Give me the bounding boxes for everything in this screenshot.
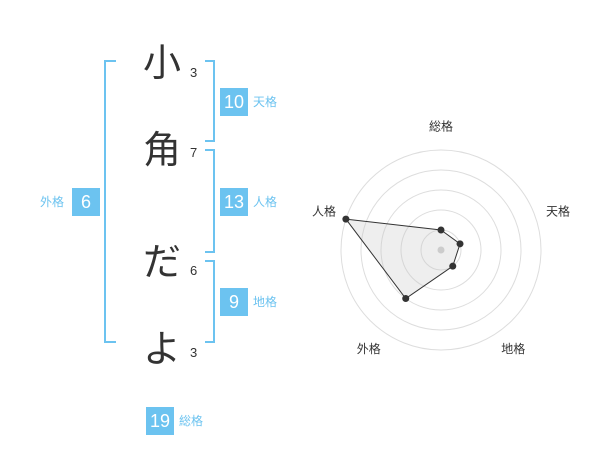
gaikaku-bracket: [104, 60, 116, 343]
tenkaku-value: 10: [220, 88, 248, 116]
jinkaku-label: 人格: [253, 195, 278, 209]
chikaku-value: 9: [220, 288, 248, 316]
character-2: 角: [142, 128, 181, 172]
chikaku-bracket: [205, 260, 215, 343]
soukaku-value: 19: [146, 407, 174, 435]
tenkaku-bracket: [205, 60, 215, 142]
radar-center-dot: [437, 246, 445, 254]
soukaku-label: 総格: [179, 414, 204, 428]
radar-ring: [400, 209, 482, 291]
radar-data-polygon: [344, 218, 461, 300]
radar-ring: [380, 189, 502, 311]
gaikaku-label: 外格: [40, 195, 65, 209]
radar-point-5: [342, 215, 350, 223]
radar-point-1: [437, 226, 445, 234]
stroke-count-1: 3: [190, 65, 198, 80]
character-4: よ: [142, 327, 181, 371]
radar-ring: [360, 169, 522, 331]
radar-point-4: [402, 295, 410, 303]
stroke-count-4: 3: [190, 345, 198, 360]
radar-point-2: [456, 240, 464, 248]
chikaku-label: 地格: [253, 295, 278, 309]
stroke-count-3: 6: [190, 263, 198, 278]
radar-axis-label-2: 天格: [546, 203, 570, 218]
radar-point-3: [449, 262, 457, 270]
character-1: 小: [142, 41, 181, 85]
radar-axis-label-5: 人格: [312, 203, 336, 218]
tenkaku-label: 天格: [253, 95, 278, 109]
stroke-count-2: 7: [190, 145, 198, 160]
radar-axis-label-4: 外格: [357, 341, 381, 356]
jinkaku-value: 13: [220, 188, 248, 216]
gaikaku-value: 6: [72, 188, 100, 216]
radar-ring: [340, 149, 542, 351]
jinkaku-bracket: [205, 149, 215, 253]
radar-axis-label-3: 地格: [501, 341, 525, 356]
character-3: だ: [142, 240, 181, 284]
radar-axis-label-1: 総格: [429, 119, 453, 134]
